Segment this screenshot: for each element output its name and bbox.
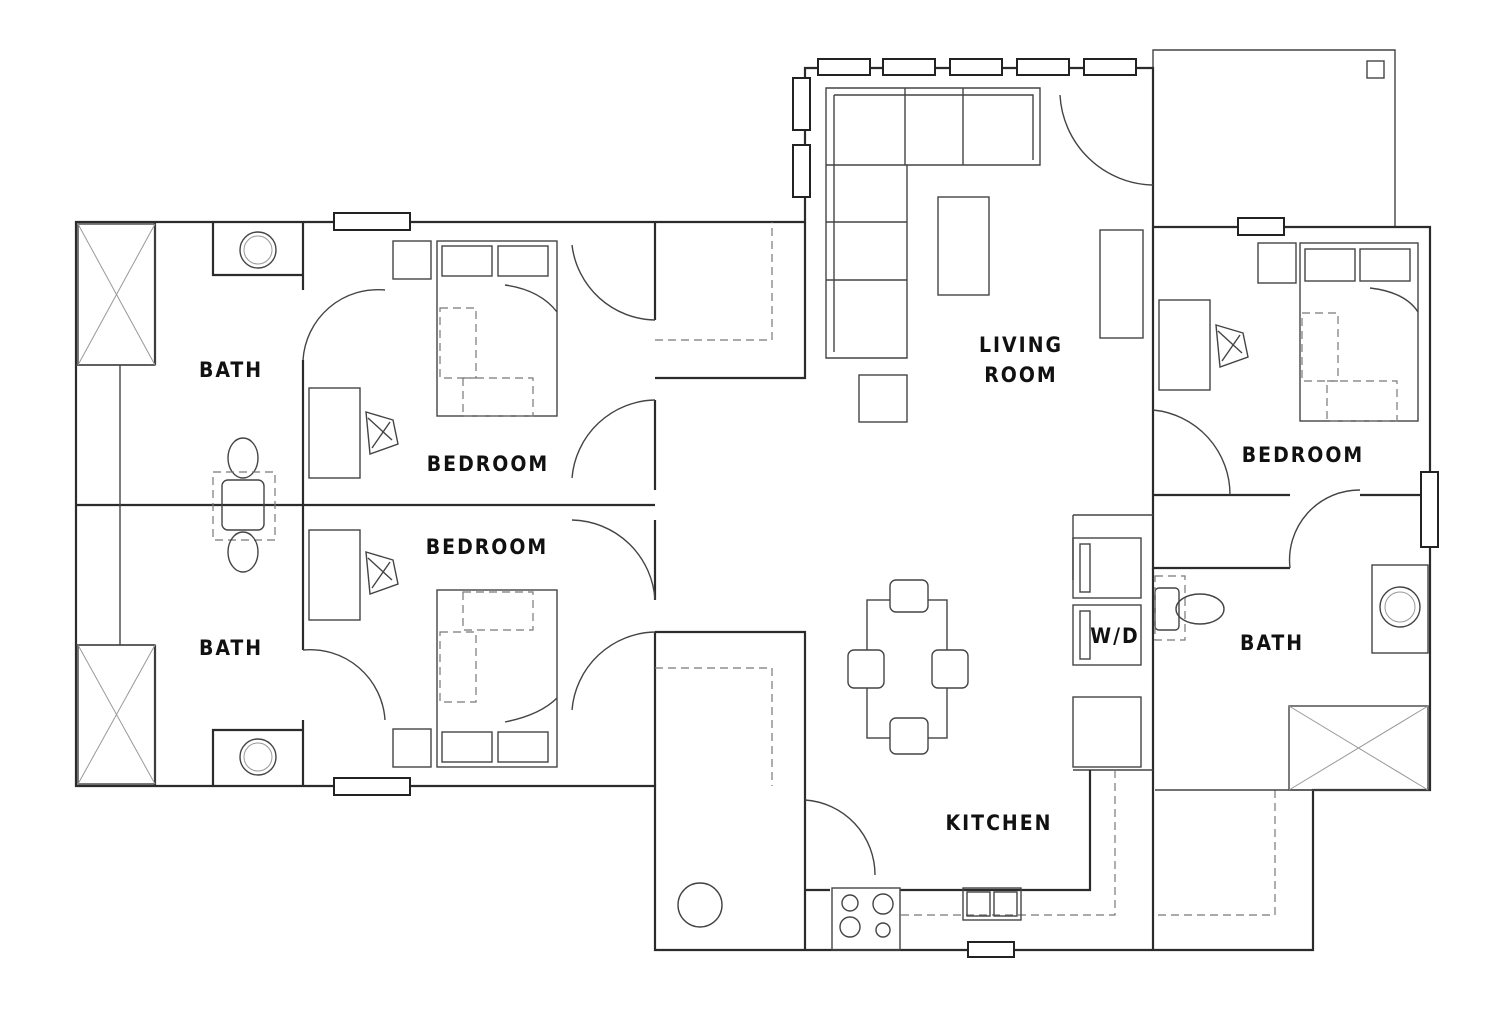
room-label-bedroom: BEDROOM — [427, 452, 549, 476]
exterior-walls — [74, 66, 1432, 952]
room-label-bedroom: BEDROOM — [426, 535, 548, 559]
room-label-living: LIVING — [979, 333, 1063, 357]
shower-lower-left — [77, 644, 156, 785]
room-label-bath: BATH — [199, 636, 263, 660]
sectional-sofa — [825, 87, 1041, 359]
patio — [1152, 49, 1396, 227]
room-label-bath: BATH — [199, 358, 263, 382]
desk-chairs — [365, 324, 1249, 595]
room-label-room: ROOM — [984, 363, 1057, 387]
bed-right — [1257, 242, 1419, 422]
bed-lower-left — [392, 589, 558, 768]
coffee-table — [937, 196, 990, 296]
stove — [831, 887, 901, 951]
washer-dryer — [1072, 537, 1142, 768]
toilets — [212, 437, 1225, 641]
interior-walls — [76, 222, 1430, 950]
doors — [302, 94, 1361, 876]
tv-console — [1099, 229, 1144, 339]
room-label-bath: BATH — [1240, 631, 1304, 655]
bed-upper-left — [392, 240, 558, 417]
room-label-bedroom: BEDROOM — [1242, 443, 1364, 467]
room-label-kitchen: KITCHEN — [946, 811, 1053, 835]
side-table — [858, 374, 908, 423]
shower-upper-left — [77, 223, 156, 366]
dining-table — [847, 579, 969, 755]
desks — [308, 299, 1211, 621]
water-heater — [677, 882, 723, 928]
shower-right — [1288, 705, 1429, 791]
room-label-wd: W/D — [1090, 624, 1139, 648]
kitchen-sink — [962, 887, 1022, 921]
windows — [333, 58, 1439, 958]
bath-sink — [239, 231, 1429, 776]
